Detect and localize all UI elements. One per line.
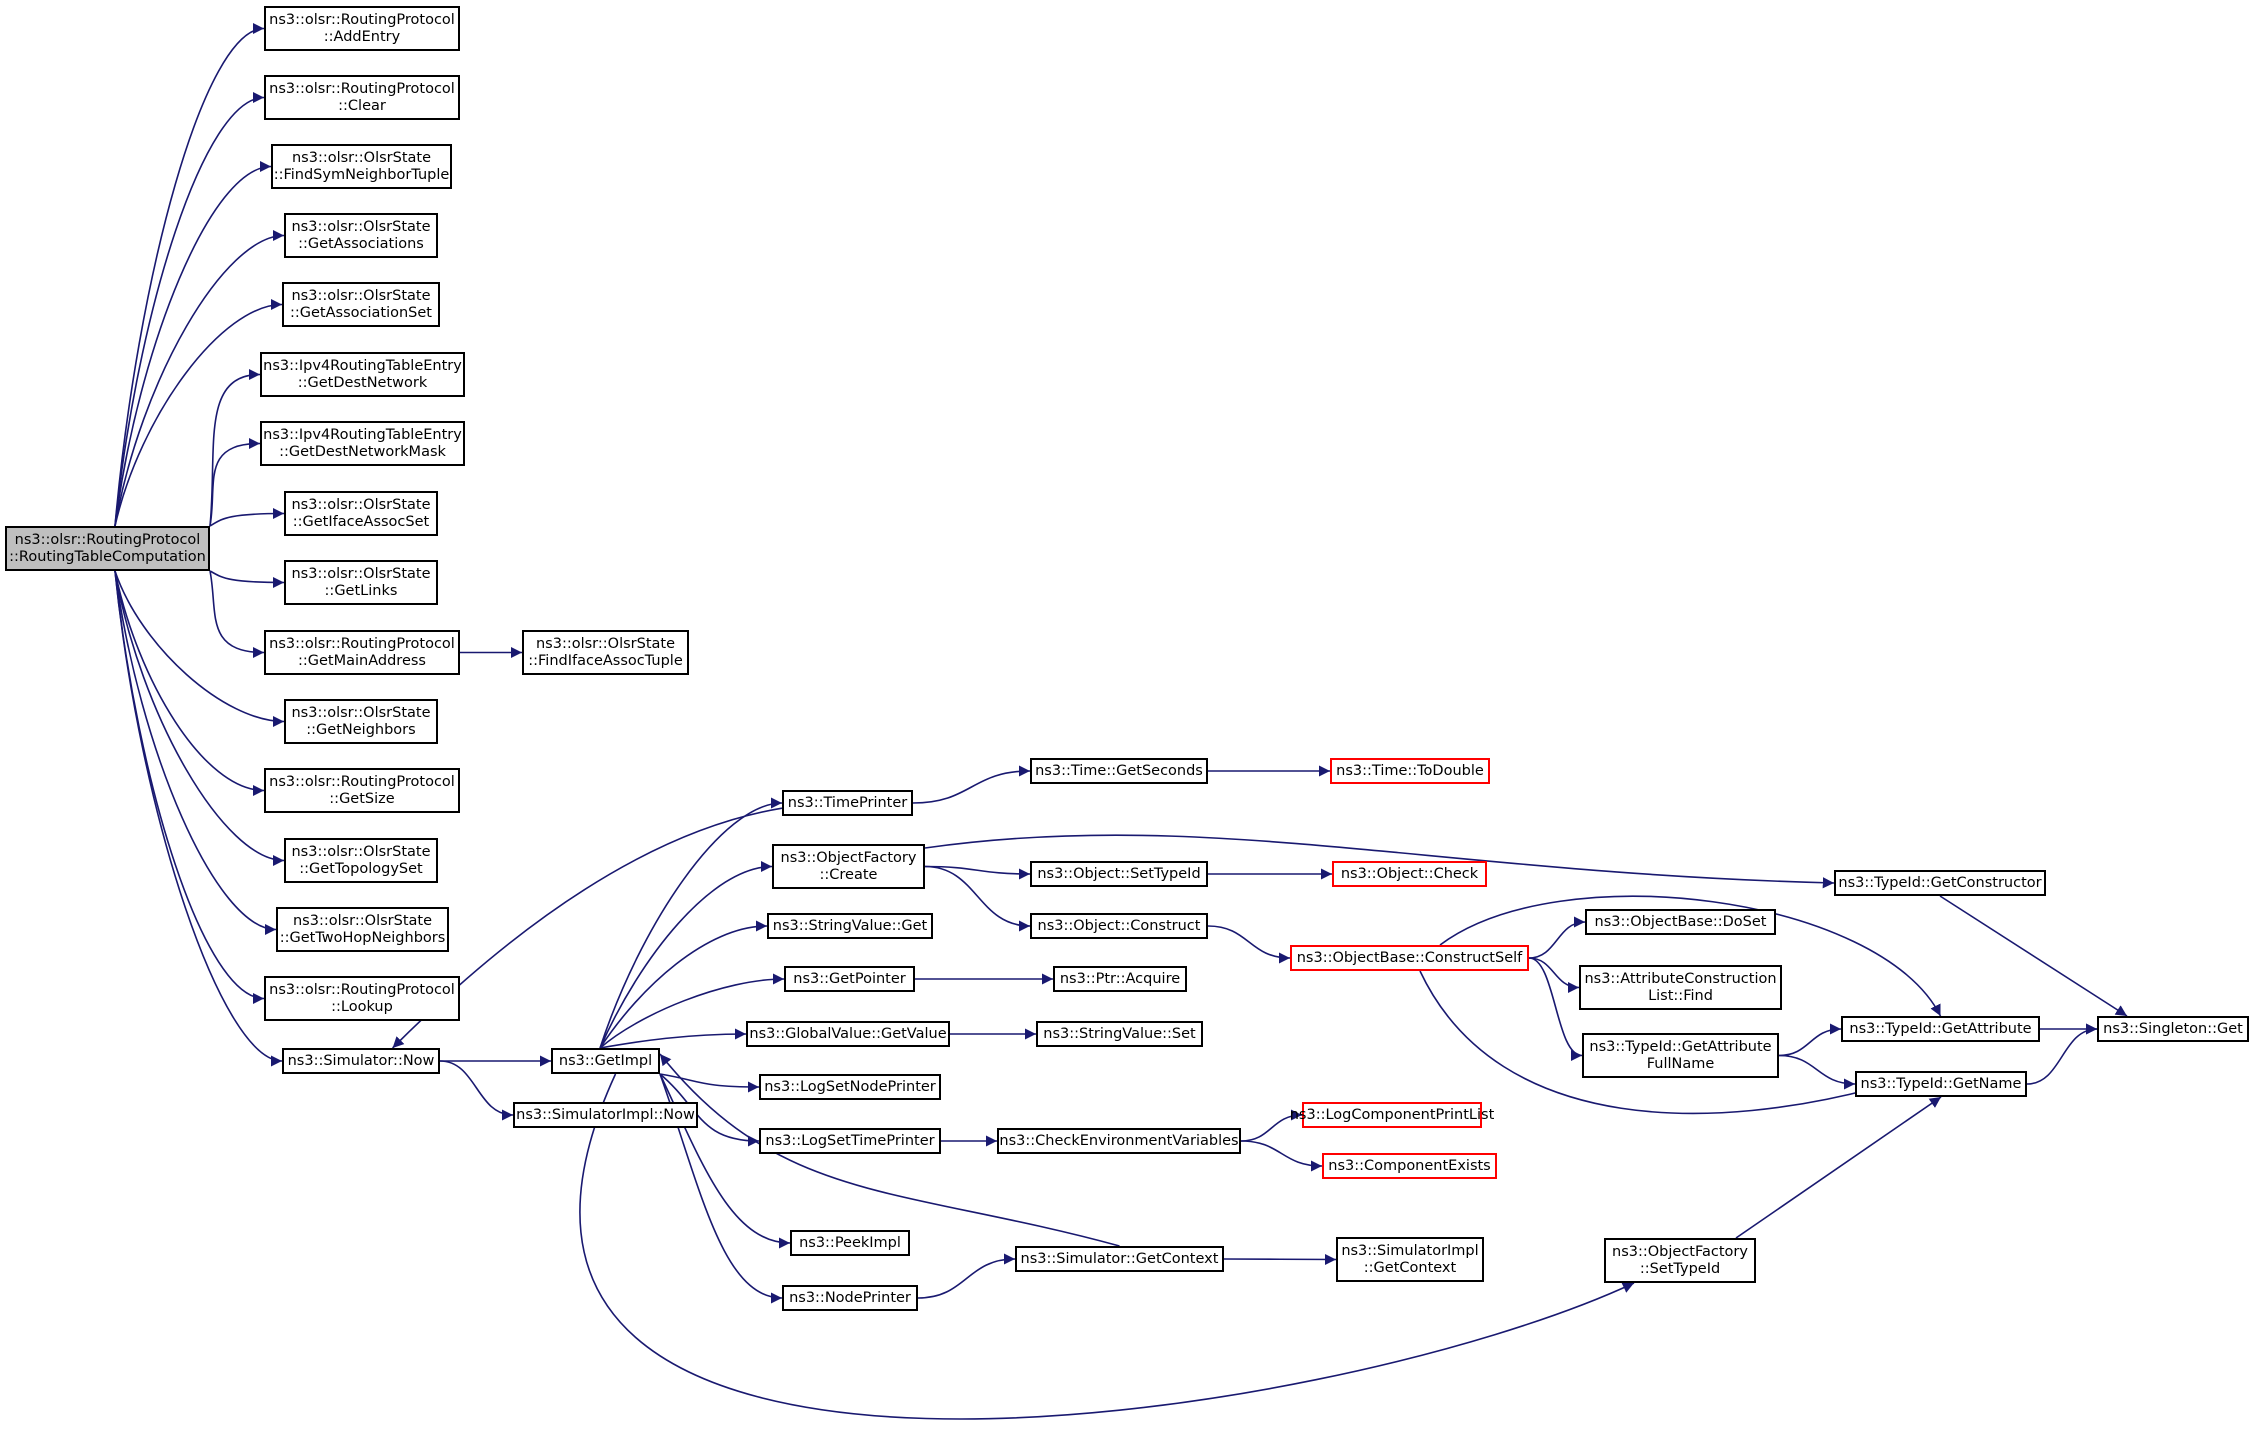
node-root: ns3::olsr::RoutingProtocol ::RoutingTabl… xyxy=(5,526,210,571)
node-gvget[interactable]: ns3::GlobalValue::GetValue xyxy=(746,1021,950,1047)
node-nodeprinter[interactable]: ns3::NodePrinter xyxy=(782,1285,918,1311)
edge-getimpl-logsetnode xyxy=(659,1073,760,1093)
node-getconstructor[interactable]: ns3::TypeId::GetConstructor xyxy=(1834,870,2046,896)
node-ifaceset[interactable]: ns3::olsr::OlsrState ::GetIfaceAssocSet xyxy=(284,491,438,536)
node-simgetctx[interactable]: ns3::Simulator::GetContext xyxy=(1015,1246,1224,1272)
node-findsym[interactable]: ns3::olsr::OlsrState ::FindSymNeighborTu… xyxy=(271,144,452,189)
node-logcomp[interactable]: ns3::LogComponentPrintList xyxy=(1290,1102,1494,1128)
node-destmask[interactable]: ns3::Ipv4RoutingTableEntry ::GetDestNetw… xyxy=(260,421,465,466)
edge-getimpl-gvget xyxy=(599,1028,747,1049)
edge-getattrfull-getname xyxy=(1778,1054,1856,1090)
edge-constructself-getattribute xyxy=(1439,895,1942,1017)
node-peekimpl[interactable]: ns3::PeekImpl xyxy=(790,1230,910,1256)
edge-ofcreate-getconstructor xyxy=(924,834,1835,889)
edge-root-getassocset xyxy=(114,298,283,527)
edge-simnow-implnow xyxy=(439,1060,514,1121)
edge-root-ifaceset xyxy=(209,507,285,527)
edge-constructself-doset xyxy=(1528,916,1586,959)
edge-ofcreate-settypeid xyxy=(924,865,1031,880)
node-ptracquire[interactable]: ns3::Ptr::Acquire xyxy=(1053,966,1187,992)
edge-construct-constructself xyxy=(1207,925,1291,964)
node-timeprinter[interactable]: ns3::TimePrinter xyxy=(782,790,913,816)
node-ofsettypeid[interactable]: ns3::ObjectFactory ::SetTypeId xyxy=(1604,1238,1756,1283)
edge-constructself-acfind xyxy=(1528,957,1580,994)
edge-getconstructor-singleton xyxy=(1939,895,2128,1017)
node-links[interactable]: ns3::olsr::OlsrState ::GetLinks xyxy=(284,560,438,605)
node-getseconds[interactable]: ns3::Time::GetSeconds xyxy=(1030,758,1208,784)
edge-nodeprinter-simgetctx xyxy=(917,1253,1016,1299)
node-getassoc[interactable]: ns3::olsr::OlsrState ::GetAssociations xyxy=(284,213,438,258)
node-doset[interactable]: ns3::ObjectBase::DoSet xyxy=(1585,909,1776,935)
node-implnow[interactable]: ns3::SimulatorImpl::Now xyxy=(513,1102,698,1128)
edge-getimpl-strget xyxy=(599,920,768,1049)
node-constructself[interactable]: ns3::ObjectBase::ConstructSelf xyxy=(1290,945,1529,971)
node-findiface[interactable]: ns3::olsr::OlsrState ::FindIfaceAssocTup… xyxy=(522,630,689,675)
edge-root-simnow xyxy=(114,570,283,1067)
edge-constructself-getname xyxy=(1419,970,1876,1115)
edge-root-links xyxy=(209,570,285,589)
node-neighbors[interactable]: ns3::olsr::OlsrState ::GetNeighbors xyxy=(284,699,438,744)
edge-root-findsym xyxy=(114,160,272,527)
node-checkenv[interactable]: ns3::CheckEnvironmentVariables xyxy=(997,1128,1241,1154)
edge-root-getassoc xyxy=(114,229,285,527)
edge-getimpl-logsettime xyxy=(659,1073,760,1147)
node-logsetnode[interactable]: ns3::LogSetNodePrinter xyxy=(759,1074,941,1100)
edge-ofsettypeid-getname xyxy=(1735,1096,1942,1239)
node-clear[interactable]: ns3::olsr::RoutingProtocol ::Clear xyxy=(264,75,460,120)
edge-checkenv-compexists xyxy=(1240,1140,1323,1172)
edge-getimpl-getpointer xyxy=(599,973,785,1049)
edge-simgetctx-implgetctx xyxy=(1223,1253,1337,1266)
node-construct[interactable]: ns3::Object::Construct xyxy=(1030,913,1208,939)
edge-root-addentry xyxy=(114,22,265,527)
edge-root-topology xyxy=(114,570,285,867)
node-destnet[interactable]: ns3::Ipv4RoutingTableEntry ::GetDestNetw… xyxy=(260,352,465,397)
edge-getattrfull-getattribute xyxy=(1778,1023,1842,1057)
node-lookup[interactable]: ns3::olsr::RoutingProtocol ::Lookup xyxy=(264,976,460,1021)
node-getname[interactable]: ns3::TypeId::GetName xyxy=(1855,1071,2027,1097)
node-topology[interactable]: ns3::olsr::OlsrState ::GetTopologySet xyxy=(284,838,438,883)
edge-simgetctx-getimpl xyxy=(659,1053,1120,1247)
node-getimpl[interactable]: ns3::GetImpl xyxy=(551,1048,660,1074)
edge-timeprinter-getseconds xyxy=(912,765,1031,804)
edge-root-clear xyxy=(114,91,265,527)
node-strget[interactable]: ns3::StringValue::Get xyxy=(767,913,933,939)
node-todouble[interactable]: ns3::Time::ToDouble xyxy=(1330,758,1490,784)
node-getattribute[interactable]: ns3::TypeId::GetAttribute xyxy=(1841,1016,2040,1042)
node-check[interactable]: ns3::Object::Check xyxy=(1332,861,1487,887)
node-getsize[interactable]: ns3::olsr::RoutingProtocol ::GetSize xyxy=(264,768,460,813)
node-getassocset[interactable]: ns3::olsr::OlsrState ::GetAssociationSet xyxy=(282,282,440,327)
edge-root-mainaddr xyxy=(209,570,265,659)
node-mainaddr[interactable]: ns3::olsr::RoutingProtocol ::GetMainAddr… xyxy=(264,630,460,675)
node-simnow[interactable]: ns3::Simulator::Now xyxy=(282,1048,440,1074)
node-ofcreate[interactable]: ns3::ObjectFactory ::Create xyxy=(772,844,925,889)
node-twohop[interactable]: ns3::olsr::OlsrState ::GetTwoHopNeighbor… xyxy=(276,907,449,952)
node-addentry[interactable]: ns3::olsr::RoutingProtocol ::AddEntry xyxy=(264,6,460,51)
node-strset[interactable]: ns3::StringValue::Set xyxy=(1036,1021,1203,1047)
edge-getimpl-timeprinter xyxy=(599,797,783,1049)
node-getattrfull[interactable]: ns3::TypeId::GetAttribute FullName xyxy=(1582,1033,1779,1078)
edge-checkenv-logcomp xyxy=(1240,1109,1303,1142)
node-getpointer[interactable]: ns3::GetPointer xyxy=(784,966,915,992)
edge-getimpl-ofcreate xyxy=(599,860,773,1049)
node-acfind[interactable]: ns3::AttributeConstruction List::Find xyxy=(1579,965,1782,1010)
node-compexists[interactable]: ns3::ComponentExists xyxy=(1322,1153,1497,1179)
edge-getimpl-ofsettypeid xyxy=(579,1073,1635,1420)
node-settypeid[interactable]: ns3::Object::SetTypeId xyxy=(1030,861,1208,887)
node-implgetctx[interactable]: ns3::SimulatorImpl ::GetContext xyxy=(1336,1237,1484,1282)
node-logsettime[interactable]: ns3::LogSetTimePrinter xyxy=(759,1128,941,1154)
edge-root-destmask xyxy=(209,437,261,527)
edge-getname-singleton xyxy=(2026,1023,2098,1085)
edge-constructself-getattrfull xyxy=(1528,957,1583,1062)
edge-ofcreate-construct xyxy=(924,865,1031,932)
edge-root-twohop xyxy=(114,570,277,936)
edge-root-neighbors xyxy=(114,570,285,728)
node-singleton[interactable]: ns3::Singleton::Get xyxy=(2097,1016,2249,1042)
edge-root-getsize xyxy=(114,570,265,797)
